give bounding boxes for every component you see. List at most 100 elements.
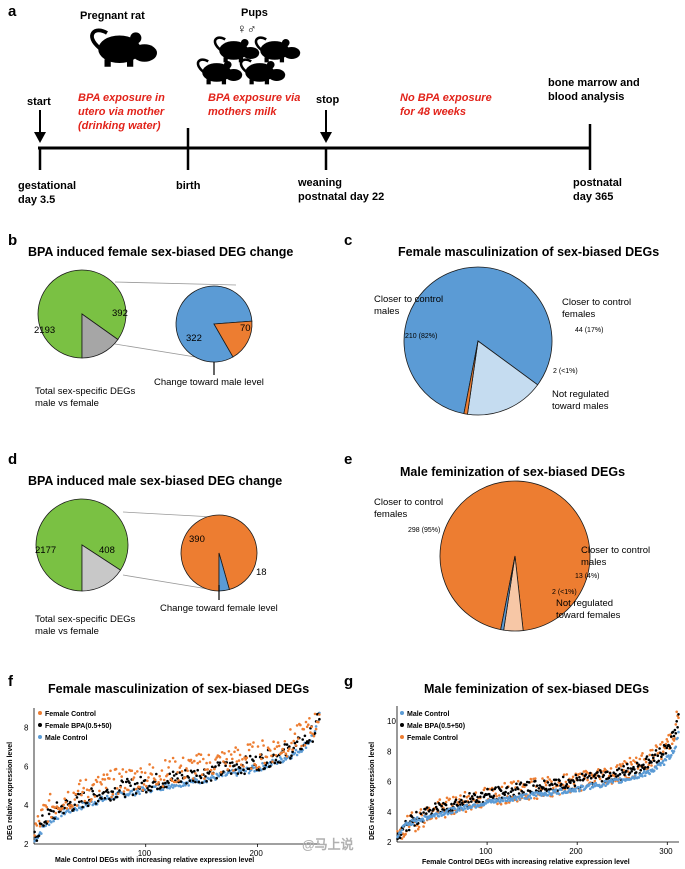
f-legend-1: Female Control bbox=[45, 711, 96, 718]
point-g-2-273 bbox=[642, 763, 645, 767]
point-g-2-283 bbox=[651, 753, 654, 757]
point-f-1-221 bbox=[280, 757, 283, 761]
point-g-2-193 bbox=[570, 779, 573, 782]
point-f-3-116 bbox=[162, 778, 166, 782]
point-f-2-79 bbox=[121, 780, 125, 784]
c-label-c-line1: Not regulated bbox=[552, 389, 609, 400]
point-g-2-122 bbox=[506, 785, 509, 789]
g-legend-2: Male BPA(0.5+50) bbox=[407, 723, 465, 730]
point-g-3-136 bbox=[518, 798, 522, 801]
point-f-1-93 bbox=[137, 790, 140, 793]
point-g-2-258 bbox=[628, 771, 632, 775]
point-f-3-230 bbox=[290, 741, 293, 745]
point-f-3-51 bbox=[90, 798, 93, 801]
point-f-3-235 bbox=[295, 724, 299, 727]
point-f-3-40 bbox=[77, 782, 81, 786]
point-g-1-235 bbox=[607, 774, 611, 778]
point-g-3-203 bbox=[579, 787, 582, 791]
y-tick-label-g-2: 2 bbox=[387, 838, 392, 847]
point-f-2-11 bbox=[45, 822, 49, 825]
point-f-1-197 bbox=[253, 769, 256, 773]
g-legend-1: Male Control bbox=[407, 711, 449, 718]
point-f-3-91 bbox=[134, 787, 138, 791]
point-f-3-185 bbox=[239, 763, 243, 766]
point-g-1-260 bbox=[630, 763, 633, 766]
g-legend-marker-2 bbox=[400, 723, 404, 727]
point-f-3-153 bbox=[204, 768, 207, 771]
point-g-3-48 bbox=[439, 812, 443, 815]
point-g-1-259 bbox=[629, 760, 633, 764]
point-g-2-42 bbox=[434, 802, 437, 805]
g-legend: Male Control Male BPA(0.5+50) Female Con… bbox=[400, 711, 465, 742]
point-f-3-13 bbox=[47, 799, 51, 802]
point-g-3-272 bbox=[641, 775, 644, 778]
point-g-2-290 bbox=[657, 759, 660, 763]
point-f-2-165 bbox=[217, 763, 221, 767]
point-g-1-244 bbox=[616, 764, 619, 767]
point-f-3-196 bbox=[252, 741, 255, 744]
point-g-1-165 bbox=[544, 783, 548, 787]
point-g-1-276 bbox=[644, 760, 648, 764]
point-g-3-69 bbox=[458, 809, 461, 812]
point-g-2-69 bbox=[458, 800, 461, 804]
point-g-3-249 bbox=[620, 780, 624, 783]
point-g-3-303 bbox=[669, 756, 672, 759]
point-g-2-105 bbox=[490, 788, 494, 791]
point-g-2-225 bbox=[598, 769, 602, 772]
point-g-3-160 bbox=[540, 794, 543, 797]
point-f-2-138 bbox=[187, 776, 190, 779]
point-g-2-260 bbox=[630, 770, 633, 773]
panel-label-c: c bbox=[344, 232, 352, 249]
point-g-2-61 bbox=[451, 809, 454, 812]
y-tick-label-f-8: 8 bbox=[24, 723, 29, 732]
point-f-1-181 bbox=[235, 774, 239, 777]
point-f-2-193 bbox=[248, 754, 252, 758]
point-g-2-163 bbox=[543, 779, 546, 782]
point-f-3-181 bbox=[235, 760, 239, 763]
point-f-3-233 bbox=[293, 732, 297, 735]
point-g-2-295 bbox=[661, 753, 665, 756]
point-g-1-262 bbox=[632, 759, 635, 762]
point-g-2-252 bbox=[623, 773, 626, 776]
e-label-b-line1: Closer to control bbox=[581, 545, 650, 556]
point-f-3-48 bbox=[86, 795, 90, 799]
d-note-line1: Total sex-specific DEGs bbox=[35, 614, 136, 625]
point-f-3-125 bbox=[172, 780, 176, 784]
point-f-3-105 bbox=[150, 773, 154, 776]
point-g-3-215 bbox=[589, 782, 593, 785]
point-f-2-184 bbox=[238, 766, 242, 770]
point-f-3-158 bbox=[209, 768, 213, 772]
x-tick-label-g-100: 100 bbox=[479, 847, 493, 856]
point-g-1-267 bbox=[636, 767, 640, 770]
point-f-2-90 bbox=[133, 782, 137, 786]
point-g-2-289 bbox=[656, 754, 660, 757]
point-f-3-213 bbox=[271, 760, 274, 763]
point-g-2-33 bbox=[425, 806, 429, 809]
point-f-2-235 bbox=[295, 740, 299, 743]
point-f-3-123 bbox=[170, 779, 174, 782]
point-g-2-36 bbox=[428, 808, 432, 812]
point-f-2-150 bbox=[200, 781, 204, 784]
point-f-1-123 bbox=[170, 783, 174, 787]
point-f-2-179 bbox=[233, 764, 236, 767]
point-g-2-60 bbox=[450, 802, 453, 806]
point-f-3-143 bbox=[193, 759, 196, 763]
point-g-1-111 bbox=[496, 802, 499, 806]
point-f-1-235 bbox=[295, 753, 299, 757]
point-g-3-1 bbox=[397, 834, 400, 838]
point-g-2-128 bbox=[511, 789, 515, 792]
point-f-3-137 bbox=[186, 769, 189, 773]
point-f-3-3 bbox=[36, 815, 40, 818]
exposure3-line2: for 48 weeks bbox=[400, 106, 466, 118]
point-f-3-228 bbox=[288, 747, 291, 750]
point-g-2-131 bbox=[514, 788, 517, 791]
point-f-3-19 bbox=[54, 811, 58, 815]
point-g-1-24 bbox=[417, 825, 421, 829]
point-f-3-225 bbox=[284, 752, 288, 755]
point-f-2-158 bbox=[209, 779, 213, 782]
x-tick-label-g-300: 300 bbox=[659, 847, 673, 856]
point-g-3-50 bbox=[441, 810, 444, 814]
point-f-2-118 bbox=[165, 785, 168, 789]
point-g-3-17 bbox=[411, 822, 415, 826]
point-f-3-212 bbox=[270, 754, 273, 758]
